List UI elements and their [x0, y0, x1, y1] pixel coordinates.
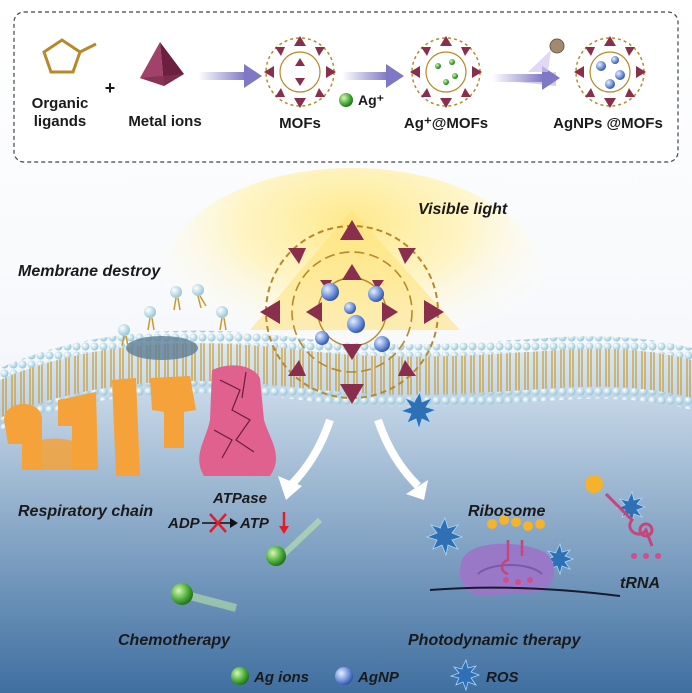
- visible-light-label: Visible light: [418, 201, 508, 218]
- respiratory-chain-label: Respiratory chain: [18, 503, 153, 520]
- atpase-protein: [199, 365, 277, 476]
- metal-ions-label: Metal ions: [128, 113, 201, 130]
- membrane-pore: [126, 336, 198, 360]
- legend-ag-ion-swatch: [231, 667, 249, 685]
- legend-ros-swatch: [449, 658, 481, 692]
- blocked-conversion-arrow: [202, 513, 238, 533]
- chemotherapy-label: Chemotherapy: [118, 632, 231, 649]
- respiratory-chain-proteins: [4, 376, 196, 476]
- mof-structure-3: [574, 36, 646, 108]
- ribosome-pink-dots: [503, 577, 533, 585]
- mofs-label: MOFs: [279, 115, 321, 132]
- plus-sign: +: [105, 78, 116, 98]
- ribosome-label: Ribosome: [468, 503, 545, 520]
- release-arrow-right: [374, 418, 428, 500]
- legend-agnp-swatch: [335, 667, 353, 685]
- atpase-label: ATPase: [212, 490, 267, 507]
- peptide-chain: [487, 515, 545, 531]
- light-lamp-icon: [528, 38, 565, 72]
- organic-ligands-label-line1: Organic: [32, 95, 89, 112]
- atp-label: ATP: [239, 515, 270, 532]
- membrane-destroy-label: Membrane destroy: [18, 263, 161, 280]
- synthesis-box: [13, 11, 679, 163]
- ribosome: [429, 543, 621, 597]
- mof-cage-large: [260, 220, 444, 404]
- ag-ion-icon: [339, 93, 353, 107]
- trna-label: tRNA: [620, 575, 660, 592]
- organic-ligands-label-line2: ligands: [34, 113, 87, 130]
- ribosome-trna-inner: [500, 540, 524, 576]
- metal-ion-icon: [140, 42, 184, 86]
- detached-lipids: [118, 284, 228, 347]
- ag-at-mofs-label: Ag⁺@MOFs: [404, 115, 488, 132]
- synthesis-panel: Organic ligands + Metal ions: [13, 11, 679, 163]
- release-arrow-left: [278, 418, 334, 500]
- organic-ligand-icon: [42, 38, 97, 74]
- legend-agnp-label: AgNP: [357, 669, 400, 686]
- legend-ag-ions-label: Ag ions: [253, 669, 309, 686]
- ag-ion-particles: [171, 517, 323, 612]
- trna-molecule: [585, 475, 661, 559]
- mof-structure-2: [410, 36, 482, 108]
- ag-ion-label: Ag⁺: [358, 92, 384, 108]
- agnps-at-mofs-label: AgNPs @MOFs: [553, 115, 663, 132]
- legend-ros-label: ROS: [486, 669, 519, 686]
- photodynamic-therapy-label: Photodynamic therapy: [408, 632, 582, 649]
- synthesis-arrow-2: [342, 64, 404, 88]
- legend: Ag ions AgNP ROS: [231, 658, 519, 692]
- ros-particles: [399, 390, 647, 576]
- mof-structure-1: [264, 36, 336, 108]
- synthesis-arrow-1: [198, 64, 262, 88]
- decrease-arrow-icon: [279, 512, 289, 534]
- adp-label: ADP: [167, 515, 201, 532]
